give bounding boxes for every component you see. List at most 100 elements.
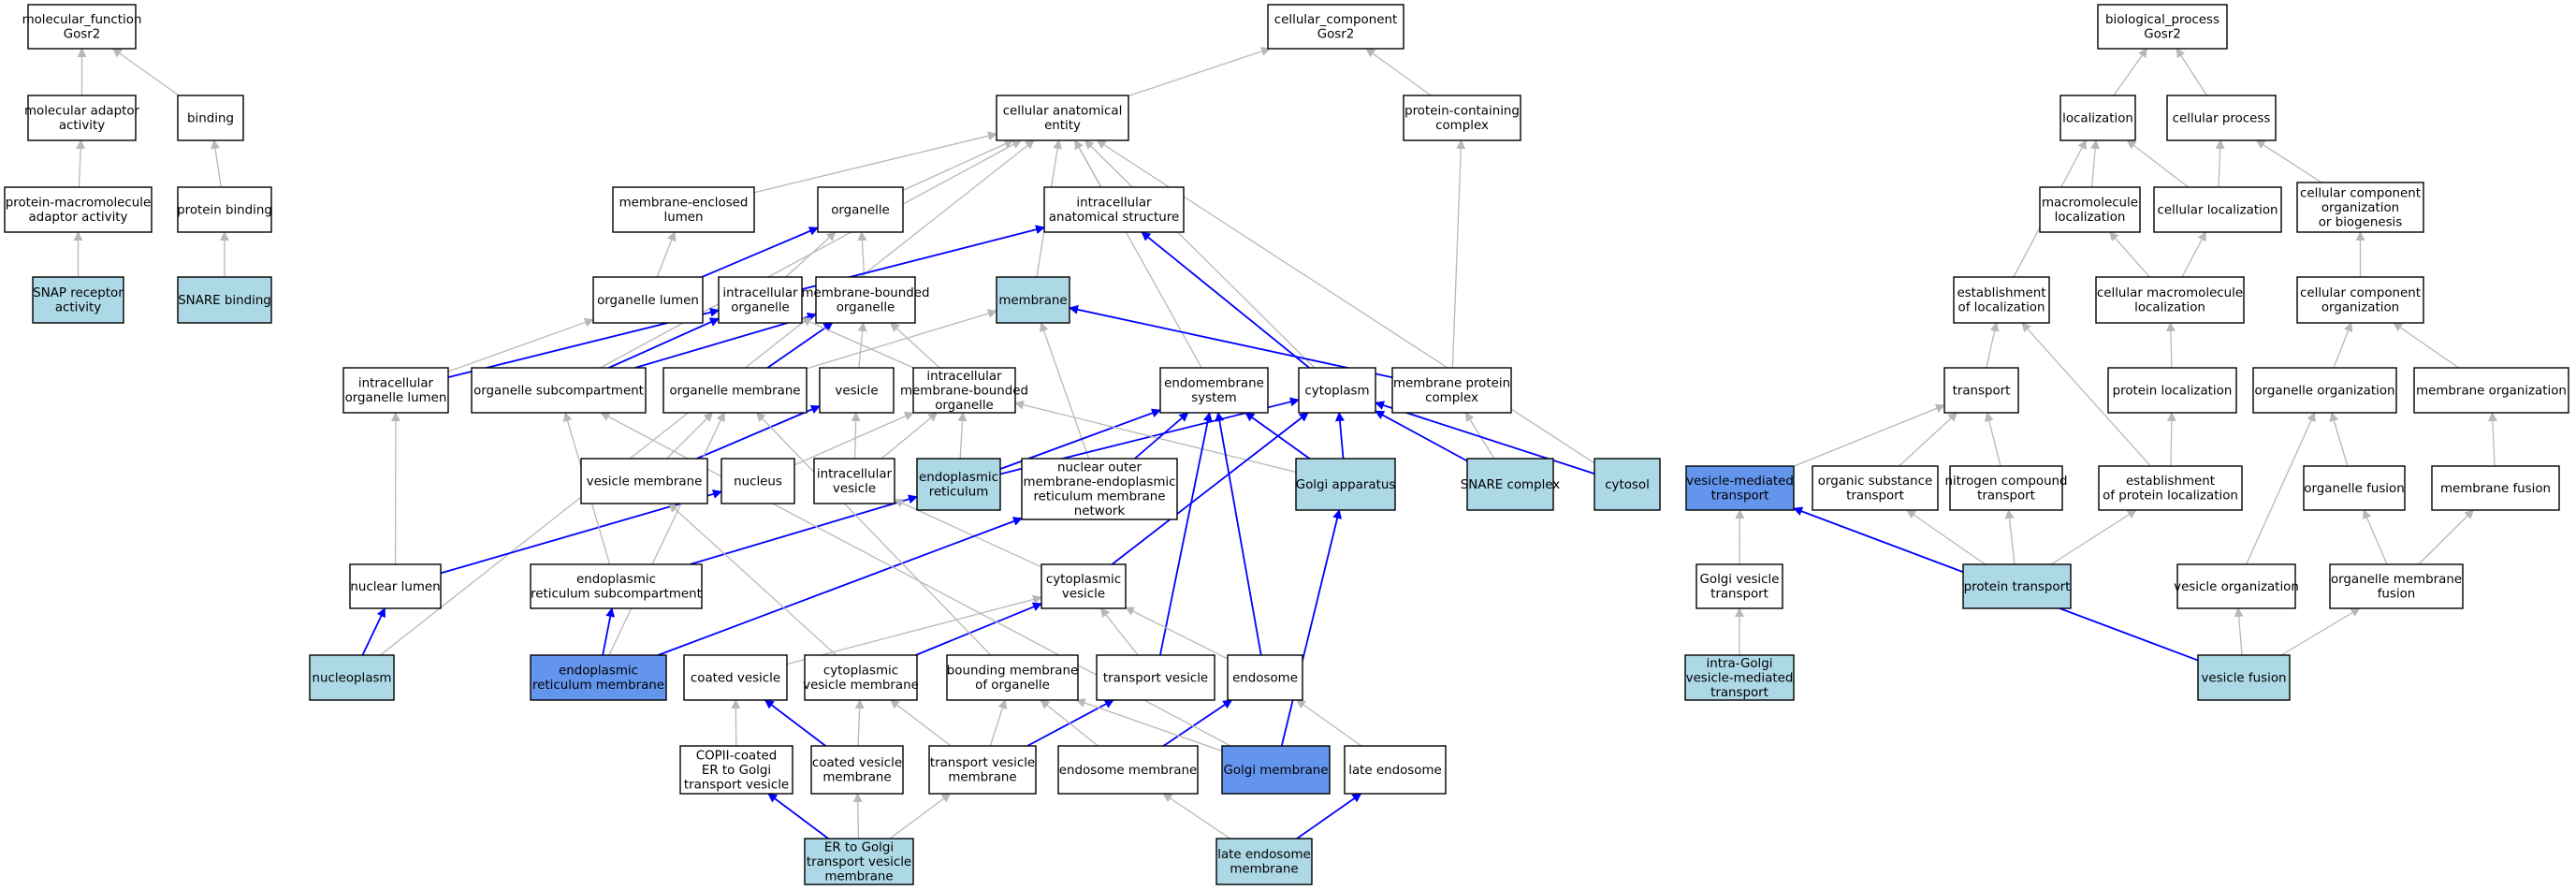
node-label: biological_process xyxy=(2105,13,2219,27)
node-vesmem[interactable]: vesicle membrane xyxy=(580,458,708,504)
node-golgi[interactable]: Golgi apparatus xyxy=(1295,458,1396,511)
edge-orglumen-to-mel xyxy=(656,231,677,278)
node-cellloc[interactable]: cellular localization xyxy=(2153,186,2282,233)
node-box xyxy=(471,367,647,414)
node-label: ER to Golgi xyxy=(824,840,894,854)
node-vesfusion[interactable]: vesicle fusion xyxy=(2197,654,2291,701)
node-box xyxy=(804,654,918,701)
node-organelle[interactable]: organelle xyxy=(817,186,904,233)
node-lateendo[interactable]: late endosome xyxy=(1344,745,1447,795)
edge-omf-to-memfusion xyxy=(2418,509,2474,565)
node-prottrans[interactable]: protein transport xyxy=(1962,563,2072,609)
node-box xyxy=(1267,4,1404,50)
node-localization[interactable]: localization xyxy=(2059,95,2136,141)
node-box xyxy=(2252,367,2397,414)
edge-imbo-to-mbo xyxy=(890,322,940,369)
node-pbind[interactable]: protein binding xyxy=(177,186,272,233)
node-snarebind[interactable]: SNARE binding xyxy=(177,276,272,324)
node-memorg[interactable]: membrane organization xyxy=(2413,367,2569,414)
node-label: vesicle membrane xyxy=(587,475,703,489)
node-endosome[interactable]: endosome xyxy=(1227,654,1303,701)
node-nucleoplasm[interactable]: nucleoplasm xyxy=(309,654,395,701)
node-box xyxy=(1943,367,2019,414)
node-nomer[interactable]: nuclear outermembrane-endoplasmicreticul… xyxy=(1021,458,1178,520)
node-cellproc[interactable]: cellular process xyxy=(2166,95,2277,141)
node-label: membrane fusion xyxy=(2440,482,2551,496)
node-membrane[interactable]: membrane xyxy=(996,276,1070,324)
node-box xyxy=(1962,563,2072,609)
node-binding[interactable]: binding xyxy=(177,95,244,141)
node-orgfusion[interactable]: organelle fusion xyxy=(2303,465,2406,511)
node-memfusion[interactable]: membrane fusion xyxy=(2431,465,2560,511)
node-nucleus[interactable]: nucleus xyxy=(720,458,795,504)
node-orgmem[interactable]: organelle membrane xyxy=(662,367,808,414)
node-cytosol[interactable]: cytosol xyxy=(1594,458,1661,511)
node-transves[interactable]: transport vesicle xyxy=(1096,654,1215,701)
node-endomem[interactable]: endosome membrane xyxy=(1057,745,1199,795)
node-coatedves[interactable]: coated vesicle xyxy=(683,654,788,701)
node-box xyxy=(27,95,137,141)
node-box xyxy=(1298,367,1376,414)
node-orgorg[interactable]: organelle organization xyxy=(2252,367,2397,414)
node-label: nitrogen compound xyxy=(1944,475,2067,489)
node-orglumen[interactable]: organelle lumen xyxy=(592,276,704,324)
edge-golgimem-to-bmo xyxy=(1075,698,1223,752)
node-label: fusion xyxy=(2378,588,2416,602)
node-box xyxy=(996,95,1129,141)
node-cytoplasm[interactable]: cytoplasm xyxy=(1298,367,1376,414)
node-nuclumen[interactable]: nuclear lumen xyxy=(349,563,442,609)
node-vesicle[interactable]: vesicle xyxy=(819,367,895,414)
node-orgsub[interactable]: organelle subcompartment xyxy=(471,367,647,414)
node-transport[interactable]: transport xyxy=(1943,367,2019,414)
node-label: protein localization xyxy=(2113,384,2233,398)
node-golgimem[interactable]: Golgi membrane xyxy=(1221,745,1331,795)
edge-mpc-to-pcc xyxy=(1451,139,1466,369)
node-label: cellular macromolecule xyxy=(2097,286,2243,300)
node-label: establishment xyxy=(2126,475,2215,489)
node-snarec[interactable]: SNARE complex xyxy=(1461,458,1561,511)
node-protloc[interactable]: protein localization xyxy=(2107,367,2237,414)
node-vesorg[interactable]: vesicle organization xyxy=(2174,563,2299,609)
edge-transves-to-endosys xyxy=(1159,412,1213,656)
